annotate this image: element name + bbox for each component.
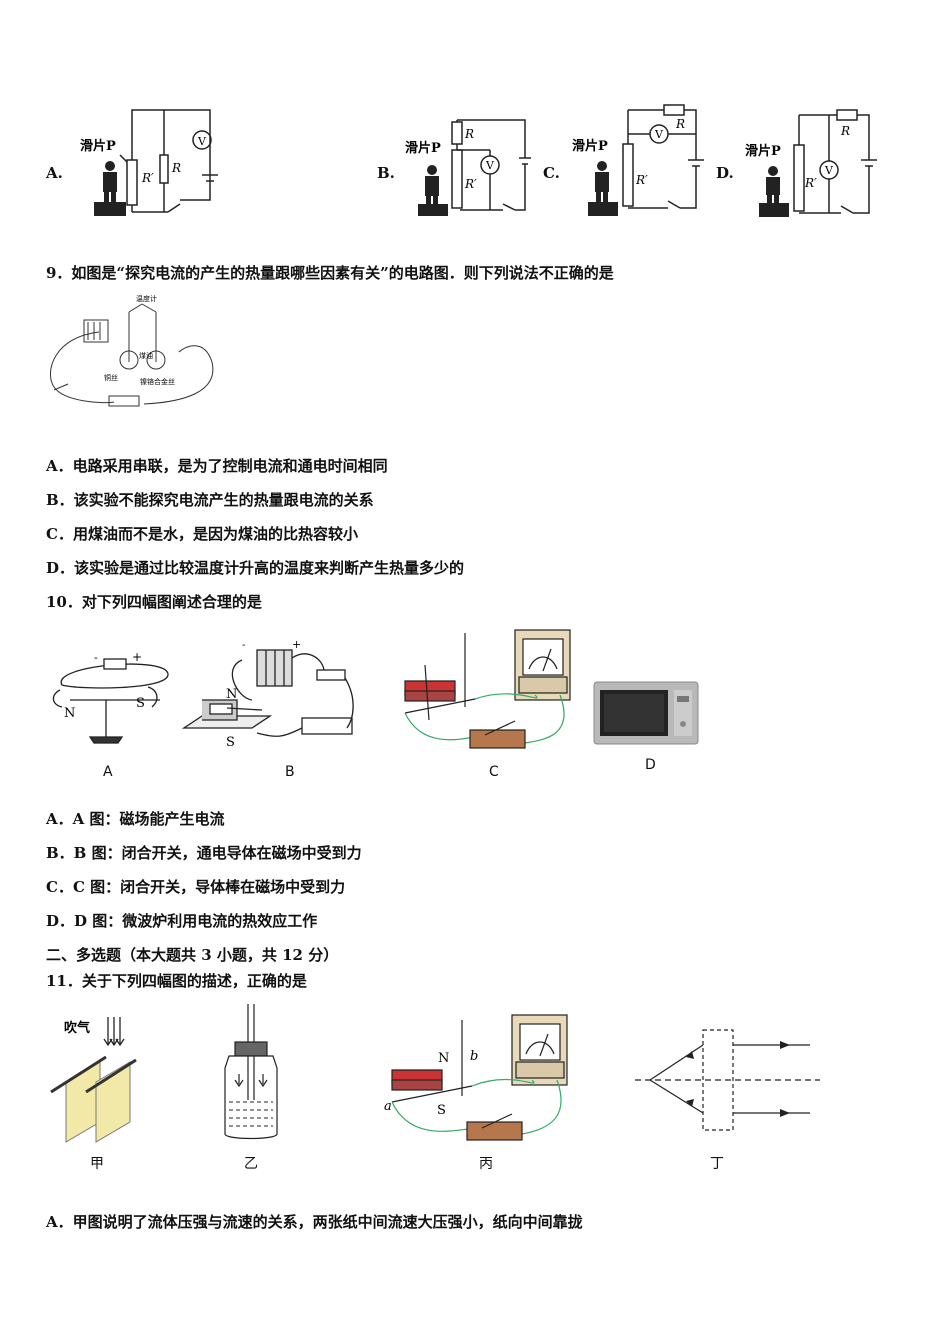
r-label: R xyxy=(840,124,850,138)
q10-option-b: B．B 图：闭合开关，通电导体在磁场中受到力 xyxy=(46,844,362,862)
slider-label: 滑片P xyxy=(80,138,116,154)
north-pole-label: N xyxy=(438,1051,449,1066)
north-pole-label: N xyxy=(226,687,237,702)
q11-figure-yi-bottle xyxy=(224,1004,278,1140)
minus-sign: - xyxy=(242,640,245,651)
q10-stem: 10．对下列四幅图阐述合理的是 xyxy=(46,593,262,611)
q11-figure-ding-optics xyxy=(635,1029,820,1131)
circuit-c-diagram: V R R′ 滑片P xyxy=(572,104,704,216)
q9-option-c: C．用煤油而不是水，是因为煤油的比热容较小 xyxy=(46,525,358,543)
option-b-letter: B. xyxy=(377,164,395,182)
circuit-d-diagram: V R R′ 滑片P xyxy=(745,109,877,217)
r-label: R xyxy=(464,127,474,141)
plus-sign: + xyxy=(292,638,301,651)
q10-caption-c: C xyxy=(489,764,499,780)
q10-caption-d: D xyxy=(645,757,656,773)
rprime-label: R′ xyxy=(464,177,477,191)
nichrome-label: 镍铬合金丝 xyxy=(140,377,175,386)
q11-caption-yi: 乙 xyxy=(244,1156,258,1172)
q10-figure-b-motor: - + N S xyxy=(182,638,354,750)
q11-caption-jia: 甲 xyxy=(90,1156,104,1172)
q10-caption-b: B xyxy=(285,764,295,780)
circuit-a-diagram: V R′ R 滑片P xyxy=(80,109,218,216)
kerosene-label: 煤油 xyxy=(139,351,153,360)
voltmeter-label: V xyxy=(197,135,207,148)
option-c-letter: C. xyxy=(543,164,560,182)
rprime-label: R′ xyxy=(635,173,648,187)
blow-label: 吹气 xyxy=(64,1020,90,1036)
copper-label: 铜丝 xyxy=(104,373,118,382)
slider-label: 滑片P xyxy=(572,138,608,154)
option-a-letter: A. xyxy=(46,164,63,182)
r-label: R xyxy=(171,161,181,175)
rprime-label: R′ xyxy=(141,171,154,185)
slider-label: 滑片P xyxy=(745,143,781,159)
thermometer-label: 温度计 xyxy=(136,294,157,303)
south-pole-label: S xyxy=(437,1103,446,1118)
north-pole-label: N xyxy=(64,706,75,721)
voltmeter-label: V xyxy=(824,164,834,177)
q10-figure-d-microwave xyxy=(593,681,699,745)
q10-figure-c-induction xyxy=(404,629,571,749)
south-pole-label: S xyxy=(226,735,235,750)
q10-option-d: D．D 图：微波炉利用电流的热效应工作 xyxy=(46,912,318,930)
option-d-letter: D. xyxy=(716,164,734,182)
voltmeter-label: V xyxy=(654,128,664,141)
q10-caption-a: A xyxy=(103,764,113,780)
slider-label: 滑片P xyxy=(405,140,441,156)
voltmeter-label: V xyxy=(485,159,495,172)
point-b-label: b xyxy=(470,1049,478,1064)
q9-option-b: B．该实验不能探究电流产生的热量跟电流的关系 xyxy=(46,491,374,509)
q11-caption-bing: 丙 xyxy=(479,1156,493,1172)
q11-figure-bing-induction: N S b a xyxy=(384,1014,568,1141)
q11-figure-jia-paper: 吹气 xyxy=(50,1017,137,1143)
r-label: R xyxy=(675,117,685,131)
minus-sign: - xyxy=(94,651,98,664)
q11-option-a: A．甲图说明了流体压强与流速的关系，两张纸中间流速大压强小，纸向中间靠拢 xyxy=(46,1213,583,1231)
q9-option-a: A．电路采用串联，是为了控制电流和通电时间相同 xyxy=(46,457,388,475)
q11-caption-ding: 丁 xyxy=(710,1156,724,1172)
circuit-b-diagram: V R R′ 滑片P xyxy=(405,119,531,216)
section-heading: 二、多选题（本大题共 3 小题，共 12 分） xyxy=(46,946,339,964)
plus-sign: + xyxy=(132,650,142,664)
q9-heat-experiment-figure: 温度计 煤油 铜丝 镍铬合金丝 xyxy=(50,294,214,407)
q10-option-c: C．C 图：闭合开关，导体棒在磁场中受到力 xyxy=(46,878,346,896)
q9-stem: 9．如图是“探究电流的产生的热量跟哪些因素有关”的电路图．则下列说法不正确的是 xyxy=(46,264,614,282)
q10-figure-a-oersted: - + N S xyxy=(52,650,169,744)
point-a-label: a xyxy=(384,1099,392,1114)
rprime-label: R′ xyxy=(804,176,817,190)
q9-option-d: D．该实验是通过比较温度计升高的温度来判断产生热量多少的 xyxy=(46,559,465,577)
south-pole-label: S xyxy=(136,696,145,711)
q11-stem: 11．关于下列四幅图的描述，正确的是 xyxy=(46,972,307,990)
q10-option-a: A．A 图：磁场能产生电流 xyxy=(46,810,225,828)
